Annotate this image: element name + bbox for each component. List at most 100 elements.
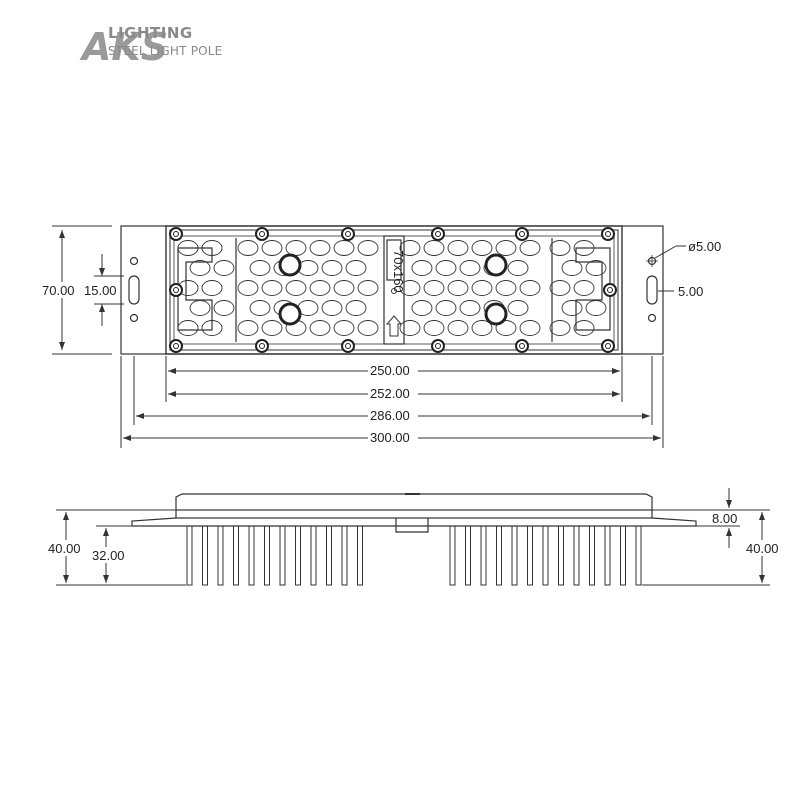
lens — [201, 320, 223, 336]
fin — [186, 525, 193, 586]
lens — [447, 320, 469, 336]
lens — [399, 240, 421, 256]
lens — [261, 320, 283, 336]
fin — [542, 525, 549, 586]
logo-wordmark: AKS — [79, 25, 168, 68]
screw-icon — [515, 227, 529, 241]
side-dimensions — [56, 488, 770, 586]
lens — [435, 300, 457, 316]
lens — [261, 240, 283, 256]
lens — [237, 240, 259, 256]
dim-width-300: 300.00 — [370, 430, 410, 445]
screw-icon — [169, 339, 183, 353]
aks-logo-icon: AKS — [79, 25, 168, 68]
fin — [357, 525, 363, 586]
dim-total-height-left: 40.00 — [48, 541, 81, 556]
fin — [264, 525, 270, 586]
direction-arrow-icon — [385, 315, 403, 337]
lens — [471, 240, 493, 256]
dim-height: 70.00 — [42, 283, 75, 298]
lens — [249, 300, 271, 316]
fin — [496, 525, 502, 586]
lens-array — [177, 240, 607, 336]
lens — [399, 280, 421, 296]
lens — [285, 280, 307, 296]
lens — [471, 280, 493, 296]
optic-circle — [484, 253, 508, 277]
lens — [495, 240, 517, 256]
dim-width-252: 252.00 — [370, 386, 410, 401]
fin — [604, 525, 611, 586]
screw-heads — [169, 227, 617, 353]
lens — [447, 240, 469, 256]
lens — [519, 240, 541, 256]
left-bracket — [177, 247, 213, 331]
screw-icon — [431, 227, 445, 241]
mount-hole-icon — [129, 256, 139, 266]
dim-hole: ø5.00 — [688, 239, 721, 254]
lens — [249, 260, 271, 276]
base-plate — [175, 509, 653, 519]
lens — [459, 260, 481, 276]
lens — [357, 320, 379, 336]
fin — [295, 525, 301, 586]
lens — [459, 300, 481, 316]
lens — [309, 240, 331, 256]
fin — [511, 525, 518, 586]
lens — [345, 300, 367, 316]
lens — [261, 280, 283, 296]
lens — [549, 240, 571, 256]
lens — [573, 280, 595, 296]
lens — [507, 260, 529, 276]
lens — [309, 280, 331, 296]
lens — [309, 320, 331, 336]
lens — [285, 240, 307, 256]
fin — [449, 525, 456, 586]
led-board — [165, 225, 623, 355]
lens — [357, 240, 379, 256]
screw-icon — [169, 283, 183, 297]
lens — [423, 240, 445, 256]
screw-icon — [169, 227, 183, 241]
fin — [620, 525, 626, 586]
lens — [333, 280, 355, 296]
heatsink-fins — [186, 525, 642, 586]
fin — [527, 525, 533, 586]
dim-total-height-right: 40.00 — [746, 541, 779, 556]
top-dimension-labels: 70.00 15.00 ø5.00 5.00 250.00 252.00 286… — [40, 239, 721, 445]
lens — [447, 280, 469, 296]
fin — [558, 525, 564, 586]
optic-circle — [484, 302, 508, 326]
lens — [585, 300, 607, 316]
lens — [585, 260, 607, 276]
fin — [465, 525, 471, 586]
screw-icon — [431, 339, 445, 353]
fin — [573, 525, 580, 586]
lens — [333, 240, 355, 256]
brand-line-1: LIGHTING — [108, 24, 193, 42]
screw-icon — [601, 339, 615, 353]
dim-width-286: 286.00 — [370, 408, 410, 423]
lens — [471, 320, 493, 336]
lens — [321, 300, 343, 316]
lens — [549, 320, 571, 336]
fin — [480, 525, 487, 586]
lens — [573, 320, 595, 336]
dim-slot-width: 5.00 — [678, 284, 703, 299]
screw-icon — [341, 339, 355, 353]
fin — [217, 525, 224, 586]
lens — [213, 300, 235, 316]
screw-icon — [255, 227, 269, 241]
lens — [189, 300, 211, 316]
screw-icon — [603, 283, 617, 297]
lens — [213, 260, 235, 276]
lens — [237, 320, 259, 336]
fin — [202, 525, 208, 586]
fin — [589, 525, 595, 586]
lens — [411, 260, 433, 276]
side-view — [131, 493, 697, 533]
brand-text: LIGHTING STEEL LIGHT POLE — [108, 24, 222, 58]
brand-line-2: STEEL LIGHT POLE — [108, 44, 223, 58]
lens — [507, 300, 529, 316]
